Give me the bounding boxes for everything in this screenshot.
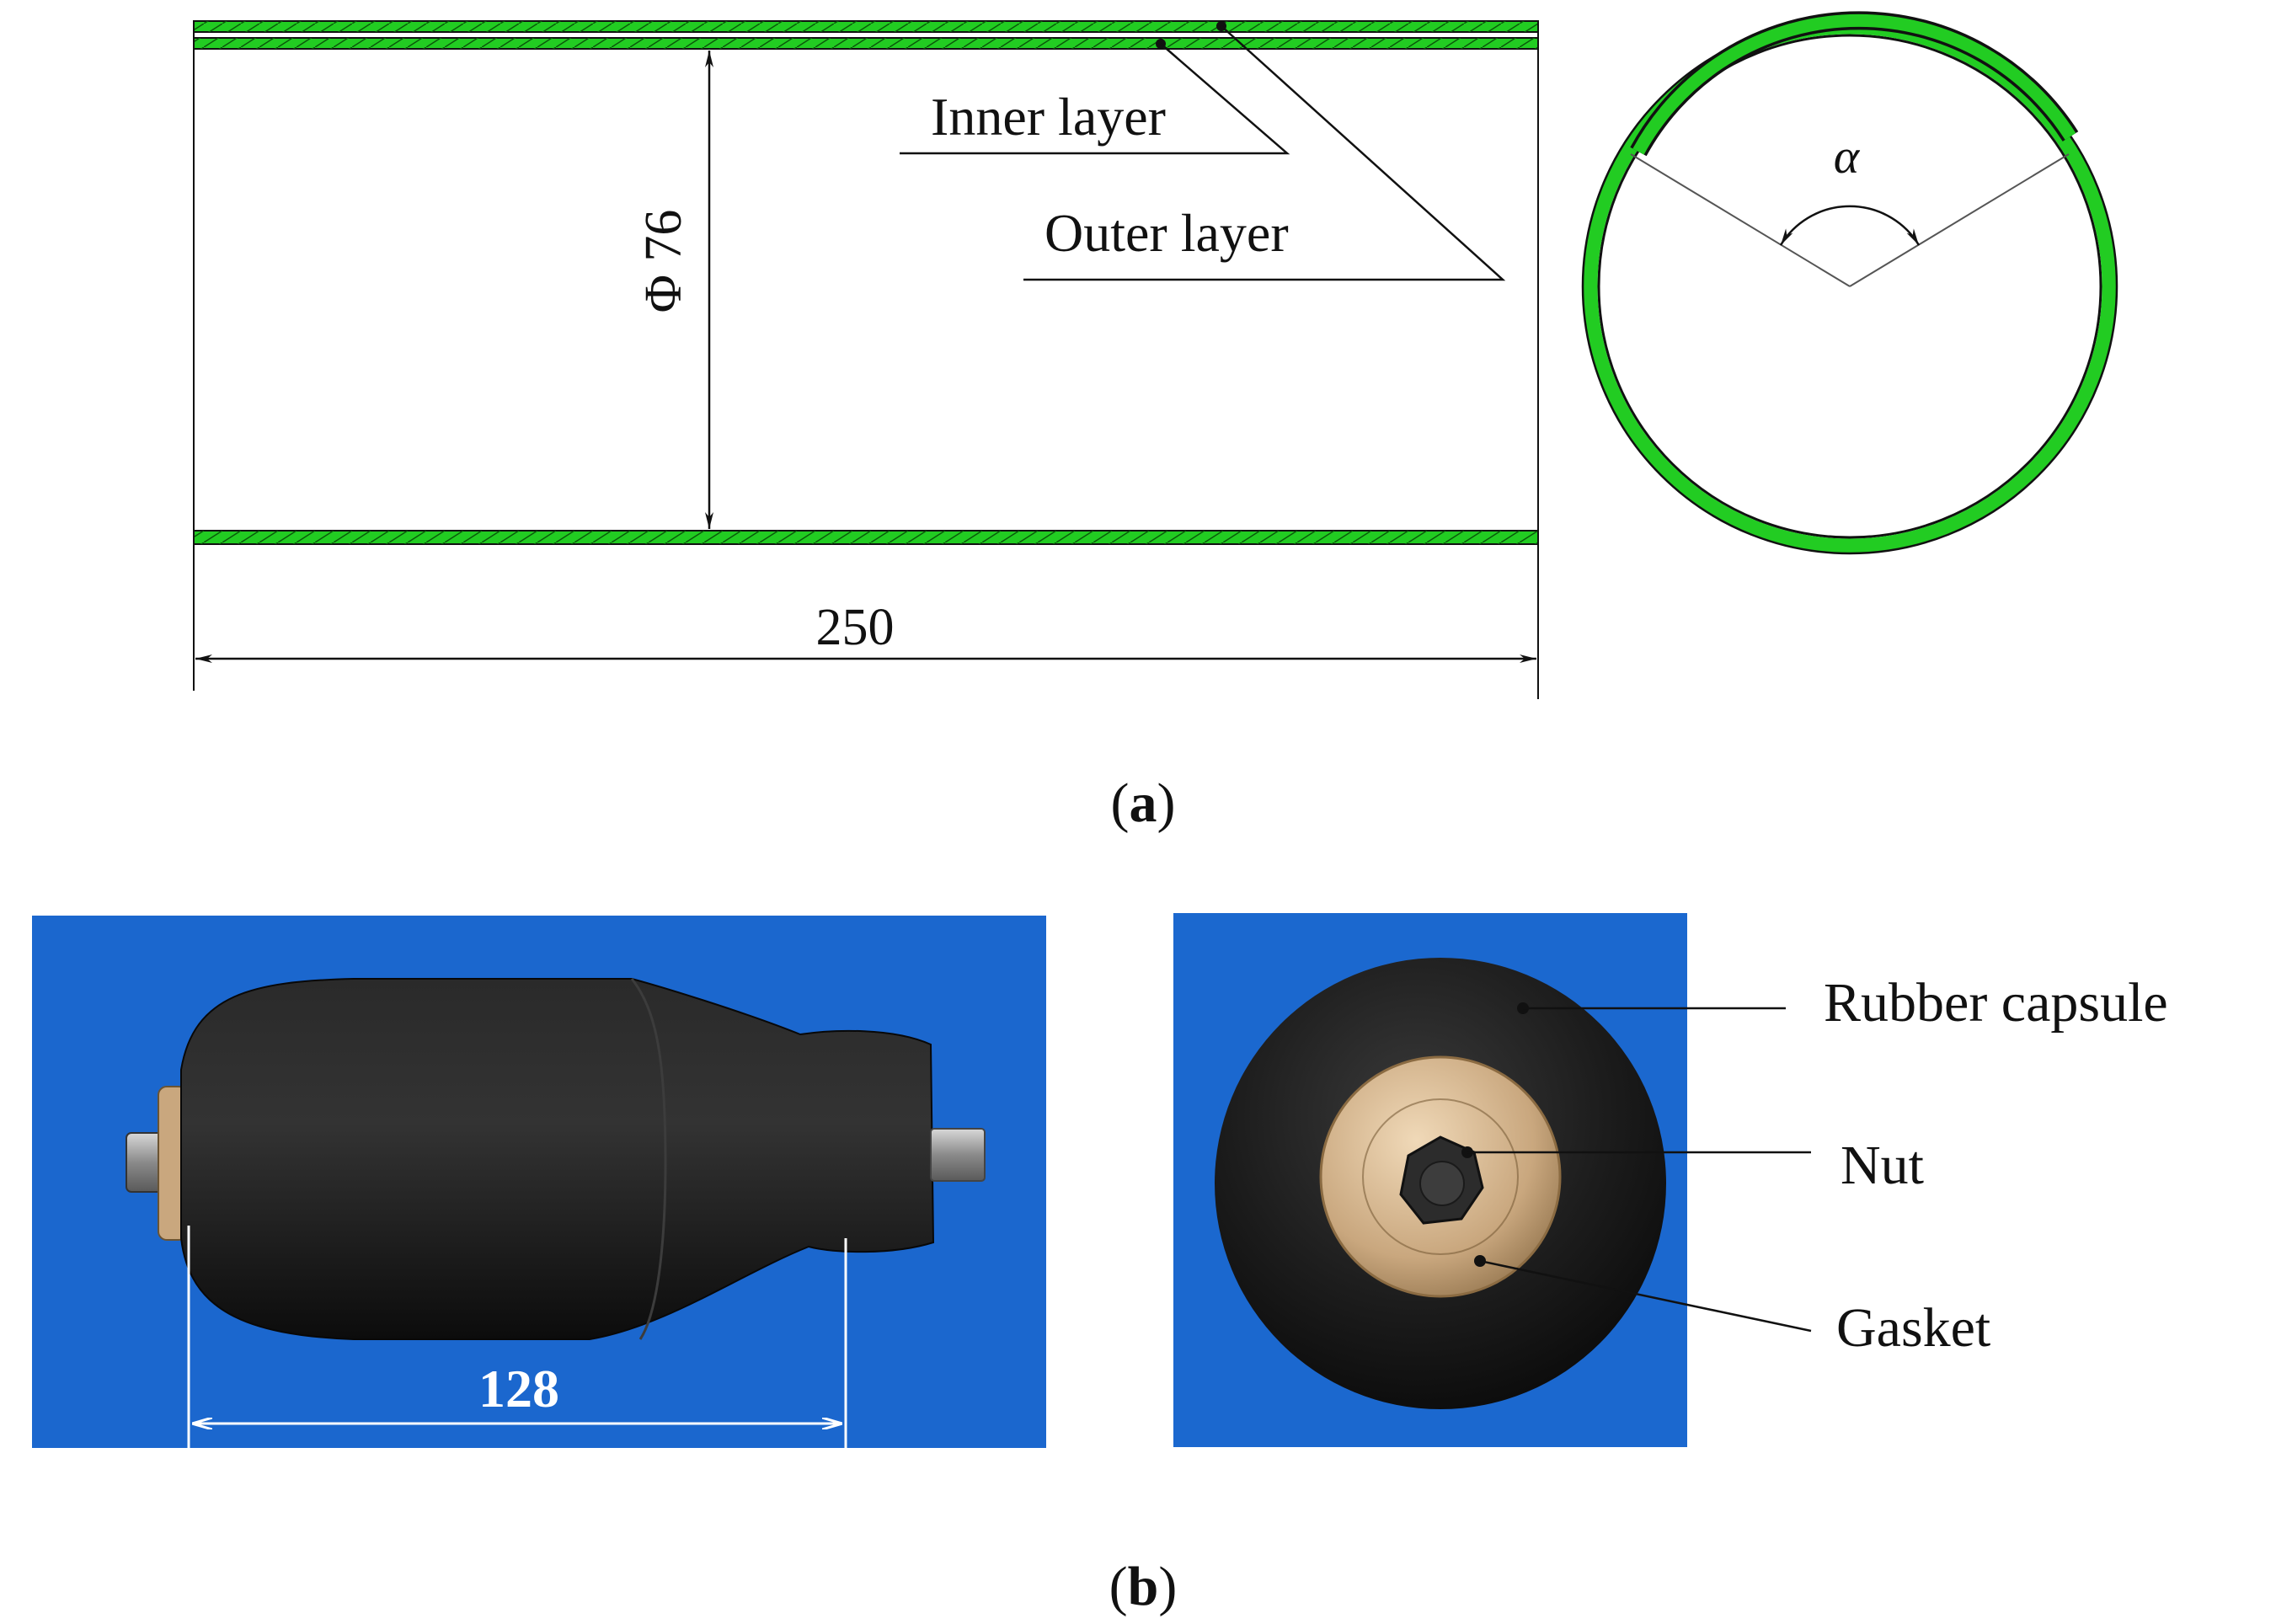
angle-arc bbox=[1779, 205, 1921, 246]
bolt-right bbox=[930, 1128, 986, 1182]
gasket-callout: Gasket bbox=[1474, 1255, 1990, 1359]
rubber-capsule-callout: Rubber capsule bbox=[1517, 972, 2168, 1034]
nut-label: Nut bbox=[1841, 1135, 1924, 1196]
rubber-capsule-label: Rubber capsule bbox=[1824, 972, 2168, 1034]
panel-a: Φ 76 250 Inner layer Outer layer bbox=[193, 11, 2118, 834]
outer-layer-label: Outer layer bbox=[1045, 203, 1289, 263]
length-dimension: 250 bbox=[195, 599, 1536, 663]
capsule-end-photo bbox=[1173, 913, 1687, 1447]
outer-layer-callout: Outer layer bbox=[1023, 21, 1506, 281]
nut-callout: Nut bbox=[1461, 1135, 1924, 1196]
inner-layer-callout: Inner layer bbox=[900, 39, 1290, 155]
capsule-length-label: 128 bbox=[478, 1359, 559, 1418]
inner-layer-label: Inner layer bbox=[931, 87, 1166, 147]
gasket-label: Gasket bbox=[1836, 1297, 1990, 1359]
caption-a: (a) bbox=[1111, 772, 1176, 834]
capsule-side-photo: 128 bbox=[32, 916, 1046, 1448]
angle-label: α bbox=[1834, 129, 1861, 184]
diameter-label: Φ 76 bbox=[635, 210, 692, 313]
tube-cross-section: α bbox=[1581, 11, 2118, 555]
capsule-body bbox=[180, 978, 935, 1340]
length-label: 250 bbox=[816, 599, 895, 656]
panel-b: 128 Rubber capsule Nut Gasket bbox=[32, 913, 2168, 1617]
tube-side-view bbox=[193, 20, 1539, 699]
caption-b: (b) bbox=[1109, 1556, 1178, 1617]
diameter-dimension: Φ 76 bbox=[635, 51, 713, 529]
